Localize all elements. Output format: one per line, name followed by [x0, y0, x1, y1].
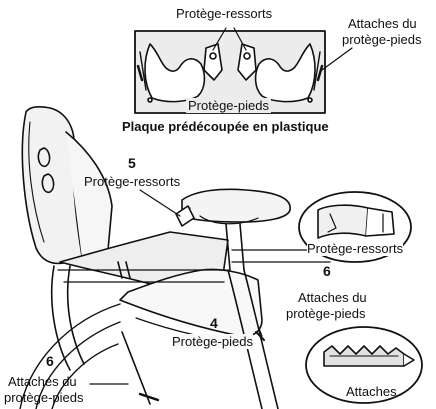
- label-foot-guard-straps-left-line2: protège-pieds: [4, 390, 84, 405]
- spring-guard-callout: [140, 190, 194, 226]
- callout-number-6-right: 6: [323, 264, 331, 279]
- label-spring-guards-seat: Protège-ressorts: [84, 174, 180, 189]
- left-strap-callout: [90, 332, 158, 404]
- label-spring-guards-plate: Protège-ressorts: [176, 6, 272, 21]
- label-foot-guards-plate: Protège-pieds: [186, 98, 271, 113]
- plate-caption: Plaque prédécoupée en plastique: [122, 119, 329, 134]
- label-foot-guard-straps-right-line1: Attaches du: [298, 290, 367, 305]
- label-spring-guards-detail: Protège-ressorts: [307, 241, 403, 256]
- label-foot-guard-straps-top-line2: protège-pieds: [342, 32, 422, 47]
- callout-number-5: 5: [128, 156, 136, 171]
- label-foot-guard-straps-left-line1: Attaches du: [8, 374, 77, 389]
- label-foot-guard-straps-top-line1: Attaches du: [348, 16, 417, 31]
- label-foot-guards-seat: Protège-pieds: [172, 334, 253, 349]
- label-foot-guard-straps-right-line2: protège-pieds: [286, 306, 366, 321]
- label-straps-detail: Attaches: [346, 384, 397, 399]
- callout-number-6-left: 6: [46, 354, 54, 369]
- callout-number-4: 4: [210, 316, 218, 331]
